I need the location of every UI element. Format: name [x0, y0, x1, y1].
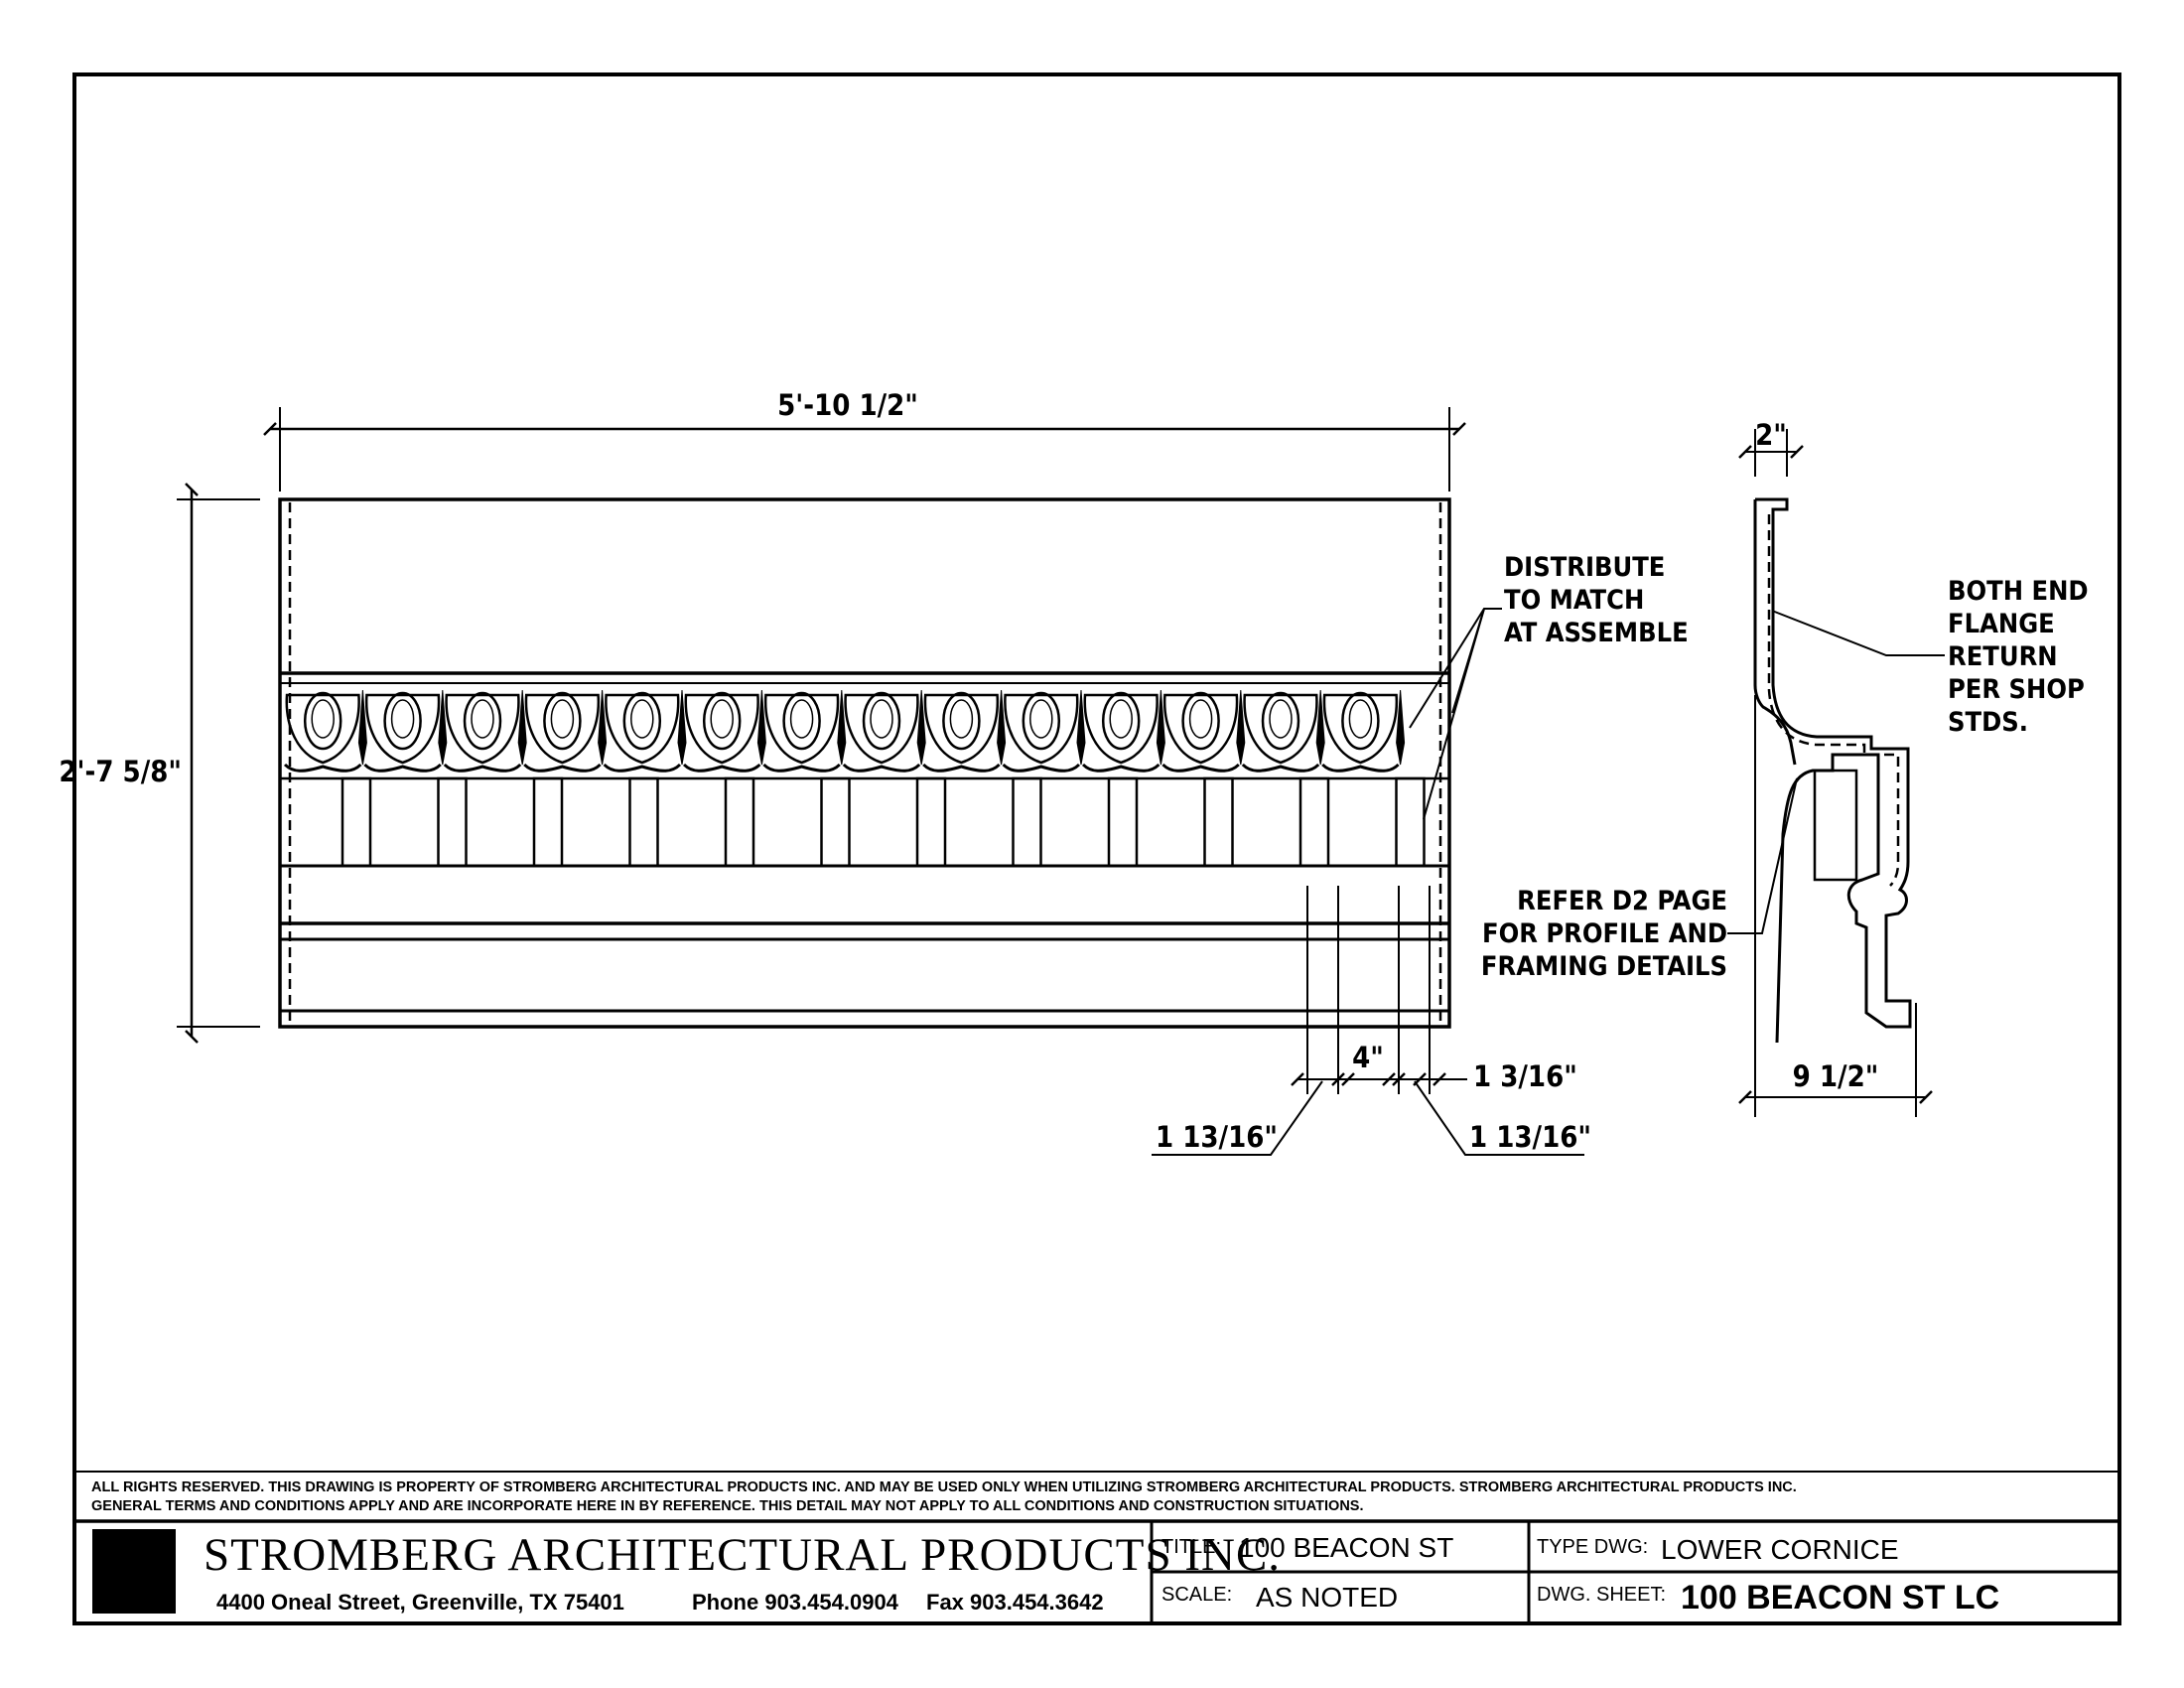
elevation-outline	[278, 497, 1451, 1029]
egg-ornament	[1081, 689, 1165, 773]
dentil-block	[915, 776, 947, 868]
profile-2in-label: 2"	[1755, 418, 1787, 452]
company-phone: Phone 903.454.0904	[692, 1590, 899, 1615]
company-address: 4400 Oneal Street, Greenville, TX 75401	[216, 1590, 624, 1615]
egg-ornament	[363, 689, 448, 773]
flange-note-line-1: BOTH END	[1948, 576, 2089, 607]
profile-block	[1813, 769, 1858, 882]
egg-ornament	[283, 689, 367, 773]
dentil-block	[437, 776, 468, 868]
spacing-dimensions	[1152, 1072, 1584, 1156]
flange-note-line-3: RETURN	[1948, 641, 2058, 672]
egg-ornament	[922, 689, 1007, 773]
refer-note-line-1: REFER D2 PAGE	[1517, 886, 1727, 916]
scale-value: AS NOTED	[1256, 1582, 1398, 1613]
company-name: STROMBERG ARCHITECTURAL PRODUCTS INC.	[204, 1529, 1281, 1581]
dentil-block	[724, 776, 755, 868]
legal-line-1: ALL RIGHTS RESERVED. THIS DRAWING IS PRO…	[91, 1479, 1797, 1495]
distribute-note-line-2: TO MATCH	[1504, 585, 1644, 616]
egg-ornament	[523, 689, 608, 773]
dentil-block	[628, 776, 659, 868]
dentil-block	[341, 776, 372, 868]
dentil-block	[1395, 776, 1426, 868]
egg-and-dart-row	[280, 689, 1449, 780]
title-label: TITLE:	[1161, 1536, 1221, 1558]
flange-note-line-2: FLANGE	[1948, 609, 2055, 639]
distribute-note-line-3: AT ASSEMBLE	[1504, 618, 1689, 648]
refer-leader	[1727, 777, 1798, 934]
width-dim-label: 5'-10 1/2"	[777, 388, 918, 422]
cornice-elevation	[278, 497, 1451, 1094]
egg-ornament	[1161, 689, 1246, 773]
dentil-block	[1203, 776, 1234, 868]
egg-ornament	[443, 689, 527, 773]
type-dwg-label: TYPE DWG:	[1537, 1536, 1648, 1558]
egg-ornament	[603, 689, 687, 773]
dim-1-13-16-right-label: 1 13/16"	[1469, 1120, 1591, 1154]
dwg-sheet-label: DWG. SHEET:	[1537, 1584, 1666, 1606]
dim-4-label: 4"	[1352, 1041, 1384, 1074]
refer-note-line-3: FRAMING DETAILS	[1481, 951, 1727, 982]
width-dimension	[263, 407, 1466, 492]
dentil-block	[820, 776, 851, 868]
company-fax: Fax 903.454.3642	[926, 1590, 1104, 1615]
title-value: 100 BEACON ST	[1239, 1532, 1453, 1563]
dim-1-13-16-left-label: 1 13/16"	[1156, 1120, 1278, 1154]
sheet-border	[72, 72, 2121, 1625]
dentil-row	[341, 776, 1426, 868]
distribute-note-line-1: DISTRIBUTE	[1504, 552, 1665, 583]
dentil-block	[1107, 776, 1139, 868]
egg-ornament	[842, 689, 926, 773]
height-dimension	[177, 483, 260, 1044]
dentil-block	[1298, 776, 1330, 868]
scale-label: SCALE:	[1161, 1584, 1232, 1606]
title-block	[74, 1519, 2119, 1623]
flange-note-line-4: PER SHOP	[1948, 674, 2085, 705]
egg-ornament	[762, 689, 847, 773]
profile-inner-dashed	[1767, 514, 1900, 887]
cornice-profile-section	[1727, 429, 1945, 1117]
company-logo-block	[92, 1529, 176, 1614]
dentil-block	[1012, 776, 1042, 868]
dim-1-3-16-label: 1 3/16"	[1473, 1059, 1577, 1093]
dwg-sheet-value: 100 BEACON ST LC	[1681, 1579, 1999, 1617]
egg-ornament	[1321, 689, 1406, 773]
height-dim-label: 2'-7 5/8"	[59, 755, 182, 788]
type-dwg-value: LOWER CORNICE	[1661, 1534, 1899, 1565]
egg-ornament	[1241, 689, 1325, 773]
profile-depth-label: 9 1/2"	[1793, 1059, 1879, 1093]
egg-ornament	[682, 689, 766, 773]
dentil-block	[532, 776, 564, 868]
egg-ornament	[1002, 689, 1086, 773]
flange-leader	[1771, 610, 1945, 656]
distribute-leaders	[1409, 608, 1502, 820]
refer-note-line-2: FOR PROFILE AND	[1482, 918, 1727, 949]
flange-note-line-5: STDS.	[1948, 707, 2028, 738]
legal-line-2: GENERAL TERMS AND CONDITIONS APPLY AND A…	[91, 1498, 1364, 1514]
